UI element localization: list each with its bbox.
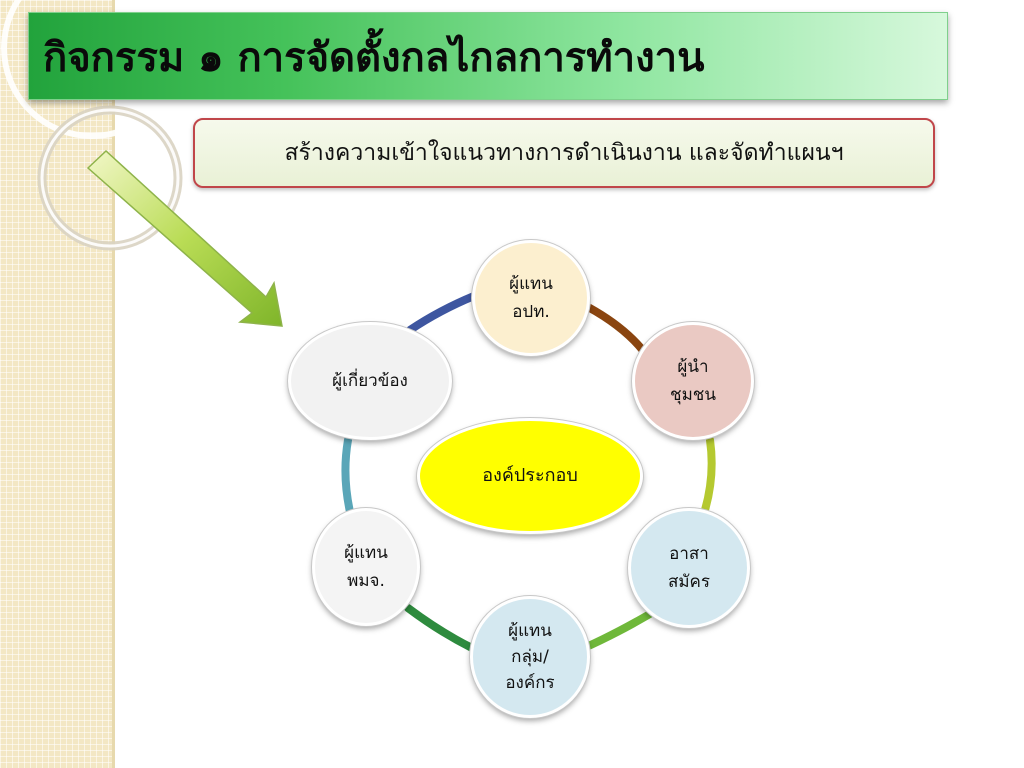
left-strip-edge	[112, 0, 115, 768]
ring-segment-3	[580, 604, 664, 652]
node-label: ผู้แทน พมจ.	[344, 543, 388, 591]
node-label: ผู้เกี่ยวข้อง	[332, 371, 408, 391]
page-title: กิจกรรม ๑ การจัดตั้งกลไกลการทำงาน	[43, 35, 705, 81]
node-rep-pmj: ผู้แทน พมจ.	[312, 508, 420, 626]
node-label: อาสา สมัคร	[667, 544, 711, 592]
center-node: องค์ประกอบ	[417, 418, 643, 534]
title-bar: กิจกรรม ๑ การจัดตั้งกลไกลการทำงาน	[28, 12, 948, 100]
ring-segment-2	[701, 436, 716, 514]
node-volunteer: อาสา สมัคร	[628, 508, 750, 628]
subtitle-box: สร้างความเข้าใจแนวทางการดำเนินงาน และจัด…	[193, 118, 935, 188]
node-label: ผู้นำ ชุมชน	[670, 357, 716, 405]
ring-segment-6	[406, 292, 478, 334]
decor-circle-small-inner	[40, 108, 180, 248]
center-label: องค์ประกอบ	[482, 465, 578, 486]
node-related-people: ผู้เกี่ยวข้อง	[288, 322, 452, 440]
node-rep-local-gov: ผู้แทน อปท.	[472, 240, 590, 356]
pointer-arrow	[86, 149, 283, 327]
subtitle-text: สร้างความเข้าใจแนวทางการดำเนินงาน และจัด…	[284, 140, 844, 166]
ring-segment-5	[341, 436, 354, 516]
node-label: ผู้แทน อปท.	[509, 274, 553, 322]
node-community-leader: ผู้นำ ชุมชน	[632, 322, 754, 440]
node-rep-group-org: ผู้แทน กลุ่ม/ องค์กร	[470, 596, 590, 718]
node-label: ผู้แทน กลุ่ม/ องค์กร	[505, 621, 555, 693]
ring-segment-4	[404, 604, 476, 652]
